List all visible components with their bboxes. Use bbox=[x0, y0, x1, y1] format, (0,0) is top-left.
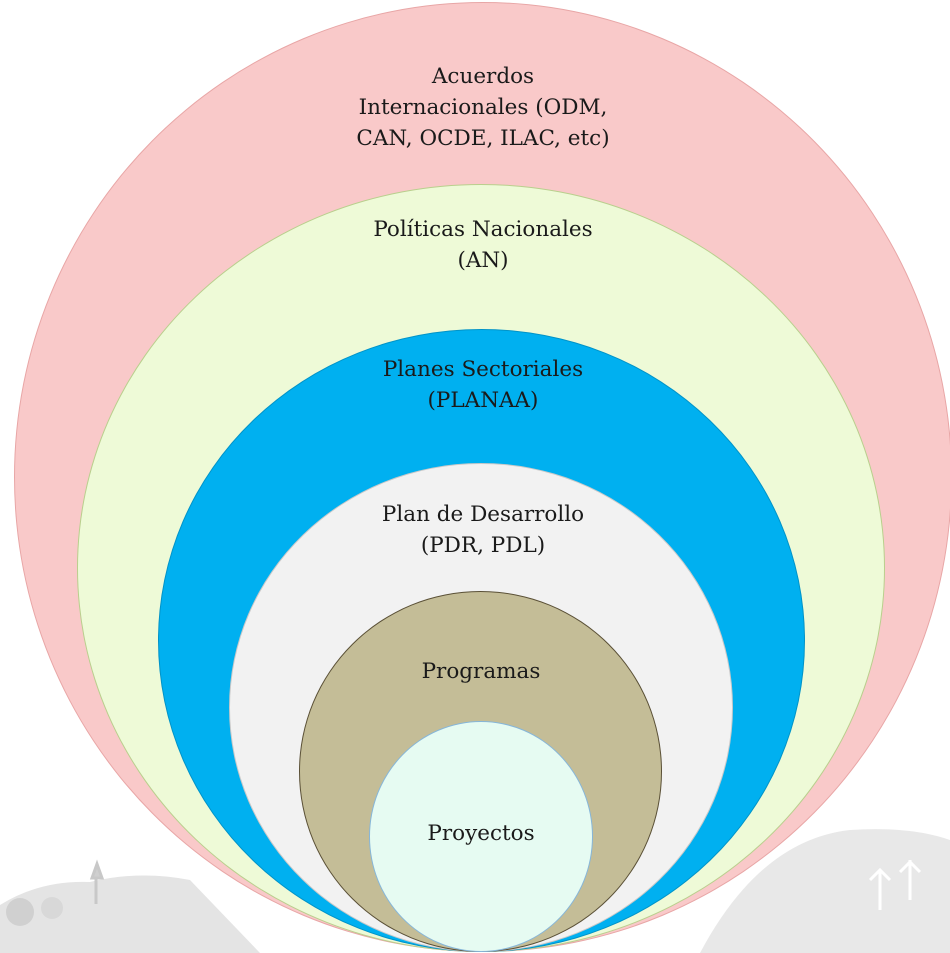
label-line: Internacionales (ODM, bbox=[358, 95, 608, 120]
label-acuerdos-internacionales: Acuerdos Internacionales (ODM, CAN, OCDE… bbox=[283, 61, 683, 154]
label-line: Plan de Desarrollo bbox=[381, 502, 585, 527]
label-programas: Programas bbox=[331, 656, 631, 687]
label-line: (AN) bbox=[457, 248, 509, 273]
label-line: (PDR, PDL) bbox=[420, 533, 546, 558]
label-politicas-nacionales: Políticas Nacionales (AN) bbox=[283, 214, 683, 276]
label-line: Acuerdos bbox=[431, 64, 535, 89]
label-proyectos: Proyectos bbox=[381, 818, 581, 849]
label-planes-sectoriales: Planes Sectoriales (PLANAA) bbox=[283, 354, 683, 416]
label-plan-de-desarrollo: Plan de Desarrollo (PDR, PDL) bbox=[283, 499, 683, 561]
label-line: Programas bbox=[421, 659, 541, 684]
label-line: Planes Sectoriales bbox=[382, 357, 584, 382]
label-line: (PLANAA) bbox=[427, 388, 539, 413]
label-line: Proyectos bbox=[427, 821, 535, 846]
label-line: Políticas Nacionales bbox=[373, 217, 593, 242]
label-line: CAN, OCDE, ILAC, etc) bbox=[356, 126, 610, 151]
circle-level-6 bbox=[369, 721, 593, 952]
